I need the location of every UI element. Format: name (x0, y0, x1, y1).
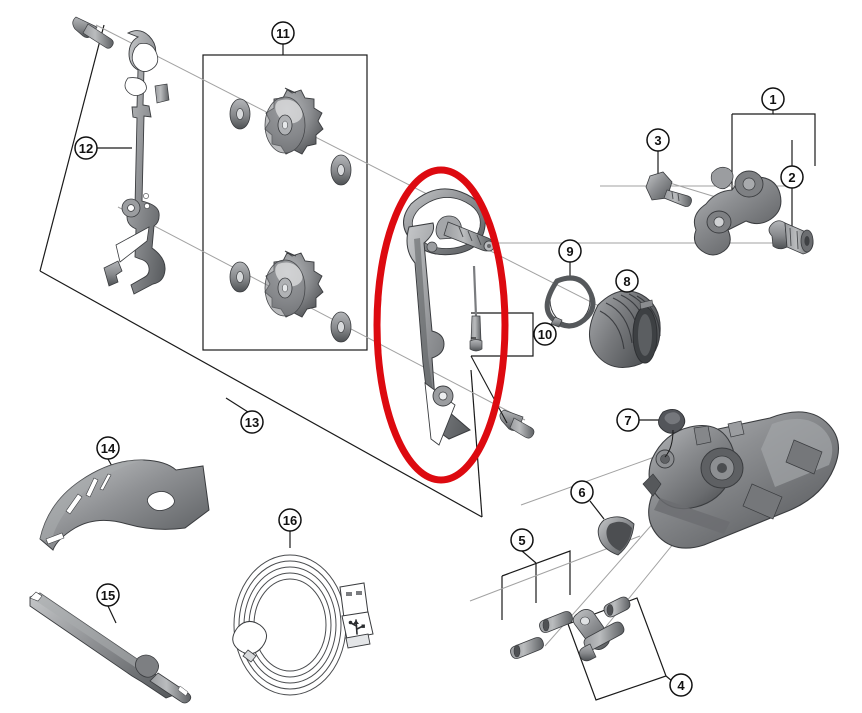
callout-14[interactable]: 14 (96, 436, 120, 460)
callout-14-label: 14 (101, 441, 116, 456)
guide-pulley (264, 87, 324, 155)
callout-bubbles: 1 2 3 4 5 6 7 8 (74, 21, 804, 697)
part-2-mounting-bolt (768, 220, 814, 255)
callout-13-label: 13 (245, 415, 259, 430)
assembly-axis-lines (95, 24, 800, 647)
callout-12-label: 12 (79, 141, 93, 156)
callout-1[interactable]: 1 (761, 87, 785, 111)
link-pin-short (603, 596, 631, 618)
link-pin-long (579, 621, 625, 662)
callout-7-label: 7 (624, 413, 631, 428)
callout-15-label: 15 (101, 588, 115, 603)
pulley-washer (229, 261, 251, 293)
callout-6-label: 6 (578, 485, 585, 500)
callout-4[interactable]: 4 (669, 673, 693, 697)
callout-12[interactable]: 12 (74, 136, 98, 160)
part-10-pulley-bolt-set (469, 265, 535, 439)
callout-5[interactable]: 5 (510, 528, 534, 552)
part-7-rubber-cap (658, 409, 686, 434)
leader-13 (225, 397, 249, 413)
callout-16[interactable]: 16 (278, 508, 302, 532)
part-12-outer-cage-plate (72, 16, 170, 295)
pulley-washer (330, 154, 352, 186)
red-highlight-ellipse (373, 166, 509, 484)
link-pin (539, 611, 573, 633)
pulley-bolt (469, 265, 483, 352)
part-8-coil-spring (589, 290, 661, 368)
leader-15 (107, 605, 117, 624)
callout-13[interactable]: 13 (240, 410, 264, 434)
callout-4-label: 4 (677, 678, 685, 693)
pulley-washer (229, 98, 251, 130)
callout-11[interactable]: 11 (271, 21, 295, 45)
callout-9-label: 9 (566, 244, 573, 259)
callout-8[interactable]: 8 (615, 269, 639, 293)
part-14-stabilizer-bracket (39, 459, 210, 551)
pulley-washer (330, 311, 352, 343)
part-3-stopper-screw (645, 171, 692, 207)
group-frame-1 (731, 110, 816, 178)
part-15-tool (29, 591, 192, 704)
leader-6 (589, 500, 605, 520)
part-1-b-tension-link (693, 166, 782, 256)
group-frame-5 (501, 550, 571, 620)
part-13-inner-cage-plate-assembly (403, 188, 495, 446)
cable-connector-device (232, 621, 267, 663)
cage-plate-bolt-12 (72, 16, 114, 49)
group-frame-11 (202, 54, 368, 351)
callout-2-label: 2 (788, 170, 795, 185)
callout-7[interactable]: 7 (616, 408, 640, 432)
callout-11-label: 11 (276, 26, 290, 41)
callout-5-label: 5 (518, 533, 525, 548)
group-frame-13 (39, 24, 483, 518)
tension-pulley (264, 250, 324, 318)
part-11-pulley-set (229, 87, 352, 343)
cage-pivot-axle (435, 215, 495, 252)
leader-5 (521, 550, 537, 564)
part-6-cover-plate (597, 516, 635, 556)
callout-2[interactable]: 2 (780, 165, 804, 189)
callout-10-label: 10 (538, 327, 552, 342)
part-9-snap-ring (544, 275, 596, 329)
usb-a-plug (339, 582, 374, 649)
part-4-link-pin-set (579, 596, 631, 662)
callout-1-label: 1 (769, 92, 776, 107)
callout-9[interactable]: 9 (558, 239, 582, 263)
pulley-bolt (499, 409, 535, 439)
callout-3-label: 3 (654, 133, 661, 148)
callout-8-label: 8 (623, 274, 630, 289)
callout-16-label: 16 (283, 513, 297, 528)
callout-10[interactable]: 10 (533, 322, 557, 346)
callout-3[interactable]: 3 (646, 128, 670, 152)
callout-6[interactable]: 6 (570, 480, 594, 504)
callout-15[interactable]: 15 (96, 583, 120, 607)
link-pin (510, 637, 544, 659)
part-16-usb-cable (232, 554, 374, 696)
